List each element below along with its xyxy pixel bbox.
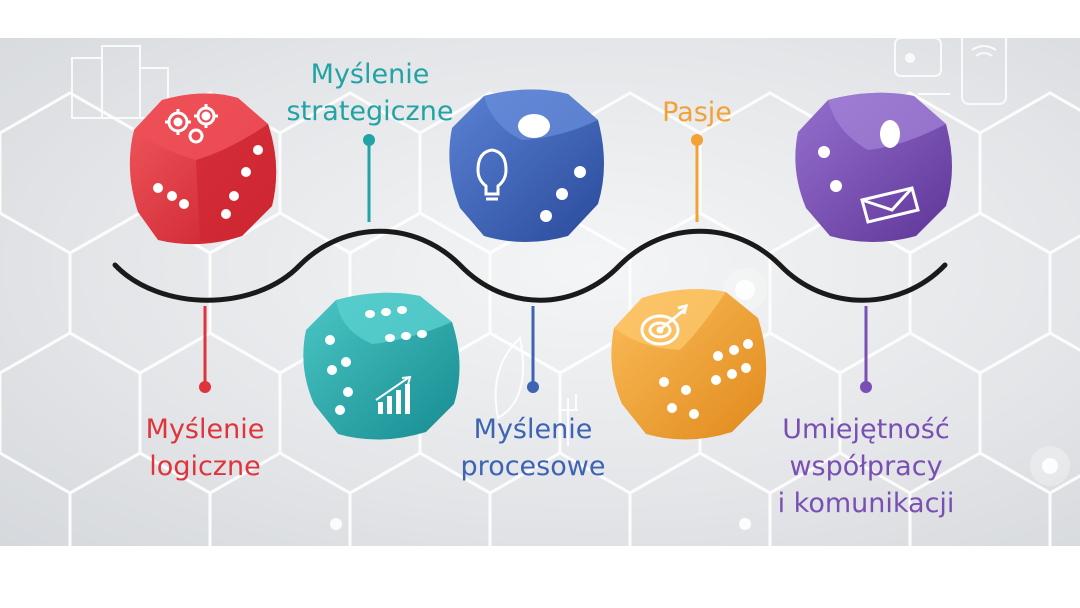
label-myslenie-strategiczne: Myślenie strategiczne xyxy=(270,56,470,130)
envelope-icon xyxy=(860,186,920,224)
red-die xyxy=(129,93,277,245)
label-line: Umiejętność xyxy=(782,414,950,445)
purple-die xyxy=(795,92,952,242)
label-line: Myślenie xyxy=(310,59,430,90)
label-line: Myślenie xyxy=(145,414,265,445)
label-pasje: Pasje xyxy=(640,94,754,131)
label-line: procesowe xyxy=(460,451,606,482)
label-line: i komunikacji xyxy=(777,488,955,519)
phones-sketch-icon xyxy=(894,38,1007,105)
connector-pasje xyxy=(691,134,703,222)
blue-die xyxy=(449,89,604,242)
target-icon xyxy=(640,303,689,346)
leaf-plug-sketch-icon xyxy=(494,336,578,446)
wave-line xyxy=(112,228,948,303)
label-umiejetnosc-wspolpracy: Umiejętność współpracy i komunikacji xyxy=(756,411,976,522)
label-line: współpracy xyxy=(789,451,943,482)
label-myslenie-procesowe: Myślenie procesowe xyxy=(440,411,626,485)
connector-logiczne xyxy=(199,306,211,393)
connector-strategiczne xyxy=(363,134,375,222)
gears-icon xyxy=(165,104,218,144)
connector-procesowe xyxy=(527,306,539,393)
label-myslenie-logiczne: Myślenie logiczne xyxy=(122,411,288,485)
connector-wspolpraca xyxy=(860,306,872,393)
label-line: Myślenie xyxy=(473,414,593,445)
label-line: logiczne xyxy=(149,451,261,482)
bar-chart-icon xyxy=(375,375,412,414)
lightbulb-icon xyxy=(476,148,508,201)
label-line: Pasje xyxy=(662,97,732,128)
orange-die xyxy=(611,289,767,440)
teal-die xyxy=(303,292,460,440)
label-line: strategiczne xyxy=(286,96,454,127)
